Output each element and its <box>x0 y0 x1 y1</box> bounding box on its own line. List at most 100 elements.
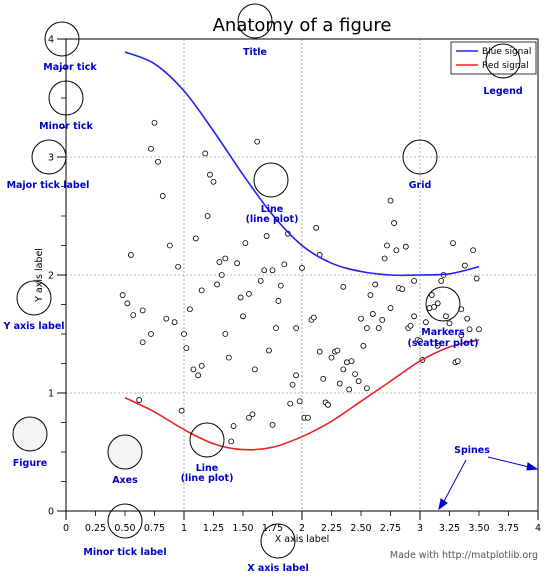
anno-circle-minor-tick <box>48 80 84 116</box>
anno-line-red-sub: (line plot) <box>181 473 234 484</box>
scatter-point-97 <box>426 305 433 311</box>
scatter-point-104 <box>446 320 453 327</box>
anno-major-tick-label: Major tick label <box>7 180 90 191</box>
scatter-point-2 <box>127 252 134 258</box>
scatter-point-69 <box>343 359 350 366</box>
anno-major-tick: Major tick <box>43 62 97 73</box>
scatter-point-81 <box>379 316 386 323</box>
x-minor-tick-label-11: 3.75 <box>498 523 519 534</box>
y-major-tick-label-4: 4 <box>48 35 54 46</box>
scatter-point-9 <box>163 315 170 322</box>
anno-circle-figure <box>12 416 48 452</box>
scatter-point-115 <box>130 312 137 319</box>
scatter-point-4 <box>139 307 146 314</box>
scatter-point-41 <box>261 267 268 274</box>
scatter-point-21 <box>202 150 209 157</box>
scatter-point-12 <box>175 263 182 270</box>
scatter-point-94 <box>417 338 423 344</box>
anno-circle-major-tick-label <box>31 139 67 175</box>
anno-y-axis-label: Y axis label <box>2 321 64 332</box>
scatter-point-125 <box>363 385 370 392</box>
anno-circle-grid <box>402 139 438 175</box>
scatter-point-71 <box>348 358 355 365</box>
scatter-point-25 <box>214 281 220 288</box>
scatter-point-28 <box>222 331 229 337</box>
scatter-point-8 <box>159 193 166 199</box>
anno-markers: Markers <box>421 327 465 338</box>
scatter-point-127 <box>411 277 418 284</box>
scatter-point-34 <box>240 313 246 320</box>
anno-circle-y-label <box>16 280 52 316</box>
scatter-point-92 <box>411 313 418 320</box>
x-minor-tick-label-9: 3.25 <box>439 523 460 534</box>
scatter-point-19 <box>195 372 202 379</box>
scatter-point-17 <box>190 366 197 373</box>
x-major-tick-label-3: 3 <box>417 523 423 534</box>
scatter-point-52 <box>293 372 300 379</box>
y-major-tick-label-3: 3 <box>48 153 54 164</box>
scatter-point-45 <box>273 325 279 332</box>
scatter-point-23 <box>207 171 213 178</box>
series-line-red-signal <box>124 339 480 451</box>
scatter-point-47 <box>277 282 284 289</box>
scatter-point-73 <box>355 378 362 385</box>
scatter-point-0 <box>119 292 126 298</box>
scatter-point-68 <box>340 366 347 373</box>
anno-title: Title <box>243 47 267 58</box>
spines-arrow-bottom <box>441 459 467 506</box>
scatter-point-61 <box>320 375 327 382</box>
x-minor-tick-label-4: 1.50 <box>232 523 253 534</box>
anno-circle-line-red <box>189 422 225 458</box>
scatter-point-1 <box>124 300 131 307</box>
anno-line-blue: Line <box>261 204 284 215</box>
x-major-tick-label-2: 2 <box>299 523 305 534</box>
scatter-point-27 <box>218 272 225 278</box>
scatter-point-11 <box>171 319 178 326</box>
legend-red-label: Red signal <box>482 61 529 71</box>
scatter-point-128 <box>434 342 441 349</box>
anno-line-red: Line <box>196 463 219 474</box>
scatter-point-60 <box>316 348 323 355</box>
scatter-point-117 <box>148 331 154 337</box>
credit-text: Made with http://matplotlib.org <box>390 550 538 561</box>
scatter-point-91 <box>407 322 414 329</box>
scatter-point-74 <box>358 315 364 322</box>
scatter-point-78 <box>369 311 376 317</box>
chart-title: Anatomy of a figure <box>213 15 392 36</box>
scatter-point-22 <box>204 213 211 219</box>
scatter-point-111 <box>466 326 473 333</box>
anno-grid: Grid <box>409 180 432 191</box>
scatter-point-14 <box>181 331 187 337</box>
series-line-blue-signal <box>124 51 480 277</box>
x-minor-tick-label-0: 0.25 <box>85 523 106 534</box>
spines-arrowhead-right <box>526 462 539 471</box>
x-major-tick-label-4: 4 <box>535 523 541 534</box>
spines-arrows <box>438 456 539 511</box>
anno-x-axis-label: X axis label <box>247 563 309 574</box>
anno-figure: Figure <box>13 458 47 469</box>
scatter-point-85 <box>391 220 397 226</box>
scatter-point-35 <box>242 240 249 247</box>
scatter-point-40 <box>257 277 264 284</box>
scatter-point-26 <box>216 259 223 265</box>
x-minor-tick-label-10: 3.50 <box>468 523 489 534</box>
scatter-point-100 <box>434 300 441 307</box>
spines-arrow-right <box>487 456 534 469</box>
x-minor-tick-label-7: 2.50 <box>350 523 371 534</box>
anno-minor-tick-label: Minor tick label <box>83 547 166 558</box>
scatter-point-101 <box>438 277 445 284</box>
anno-circle-axes <box>107 434 143 470</box>
x-major-tick-label-1: 1 <box>181 523 187 534</box>
scatter-point-89 <box>402 243 409 250</box>
scatter-point-103 <box>443 313 449 320</box>
scatter-point-120 <box>245 290 252 297</box>
scatter-point-5 <box>148 145 154 152</box>
scatter-point-107 <box>454 358 461 365</box>
scatter-point-77 <box>367 292 374 298</box>
anno-circle-minor-tick-label <box>107 503 143 539</box>
spines-arrowhead-bottom <box>438 498 448 511</box>
scatter-point-38 <box>251 366 258 373</box>
scatter-point-118 <box>198 362 205 369</box>
scatter-point-53 <box>296 398 303 405</box>
scatter-point-83 <box>384 242 390 249</box>
